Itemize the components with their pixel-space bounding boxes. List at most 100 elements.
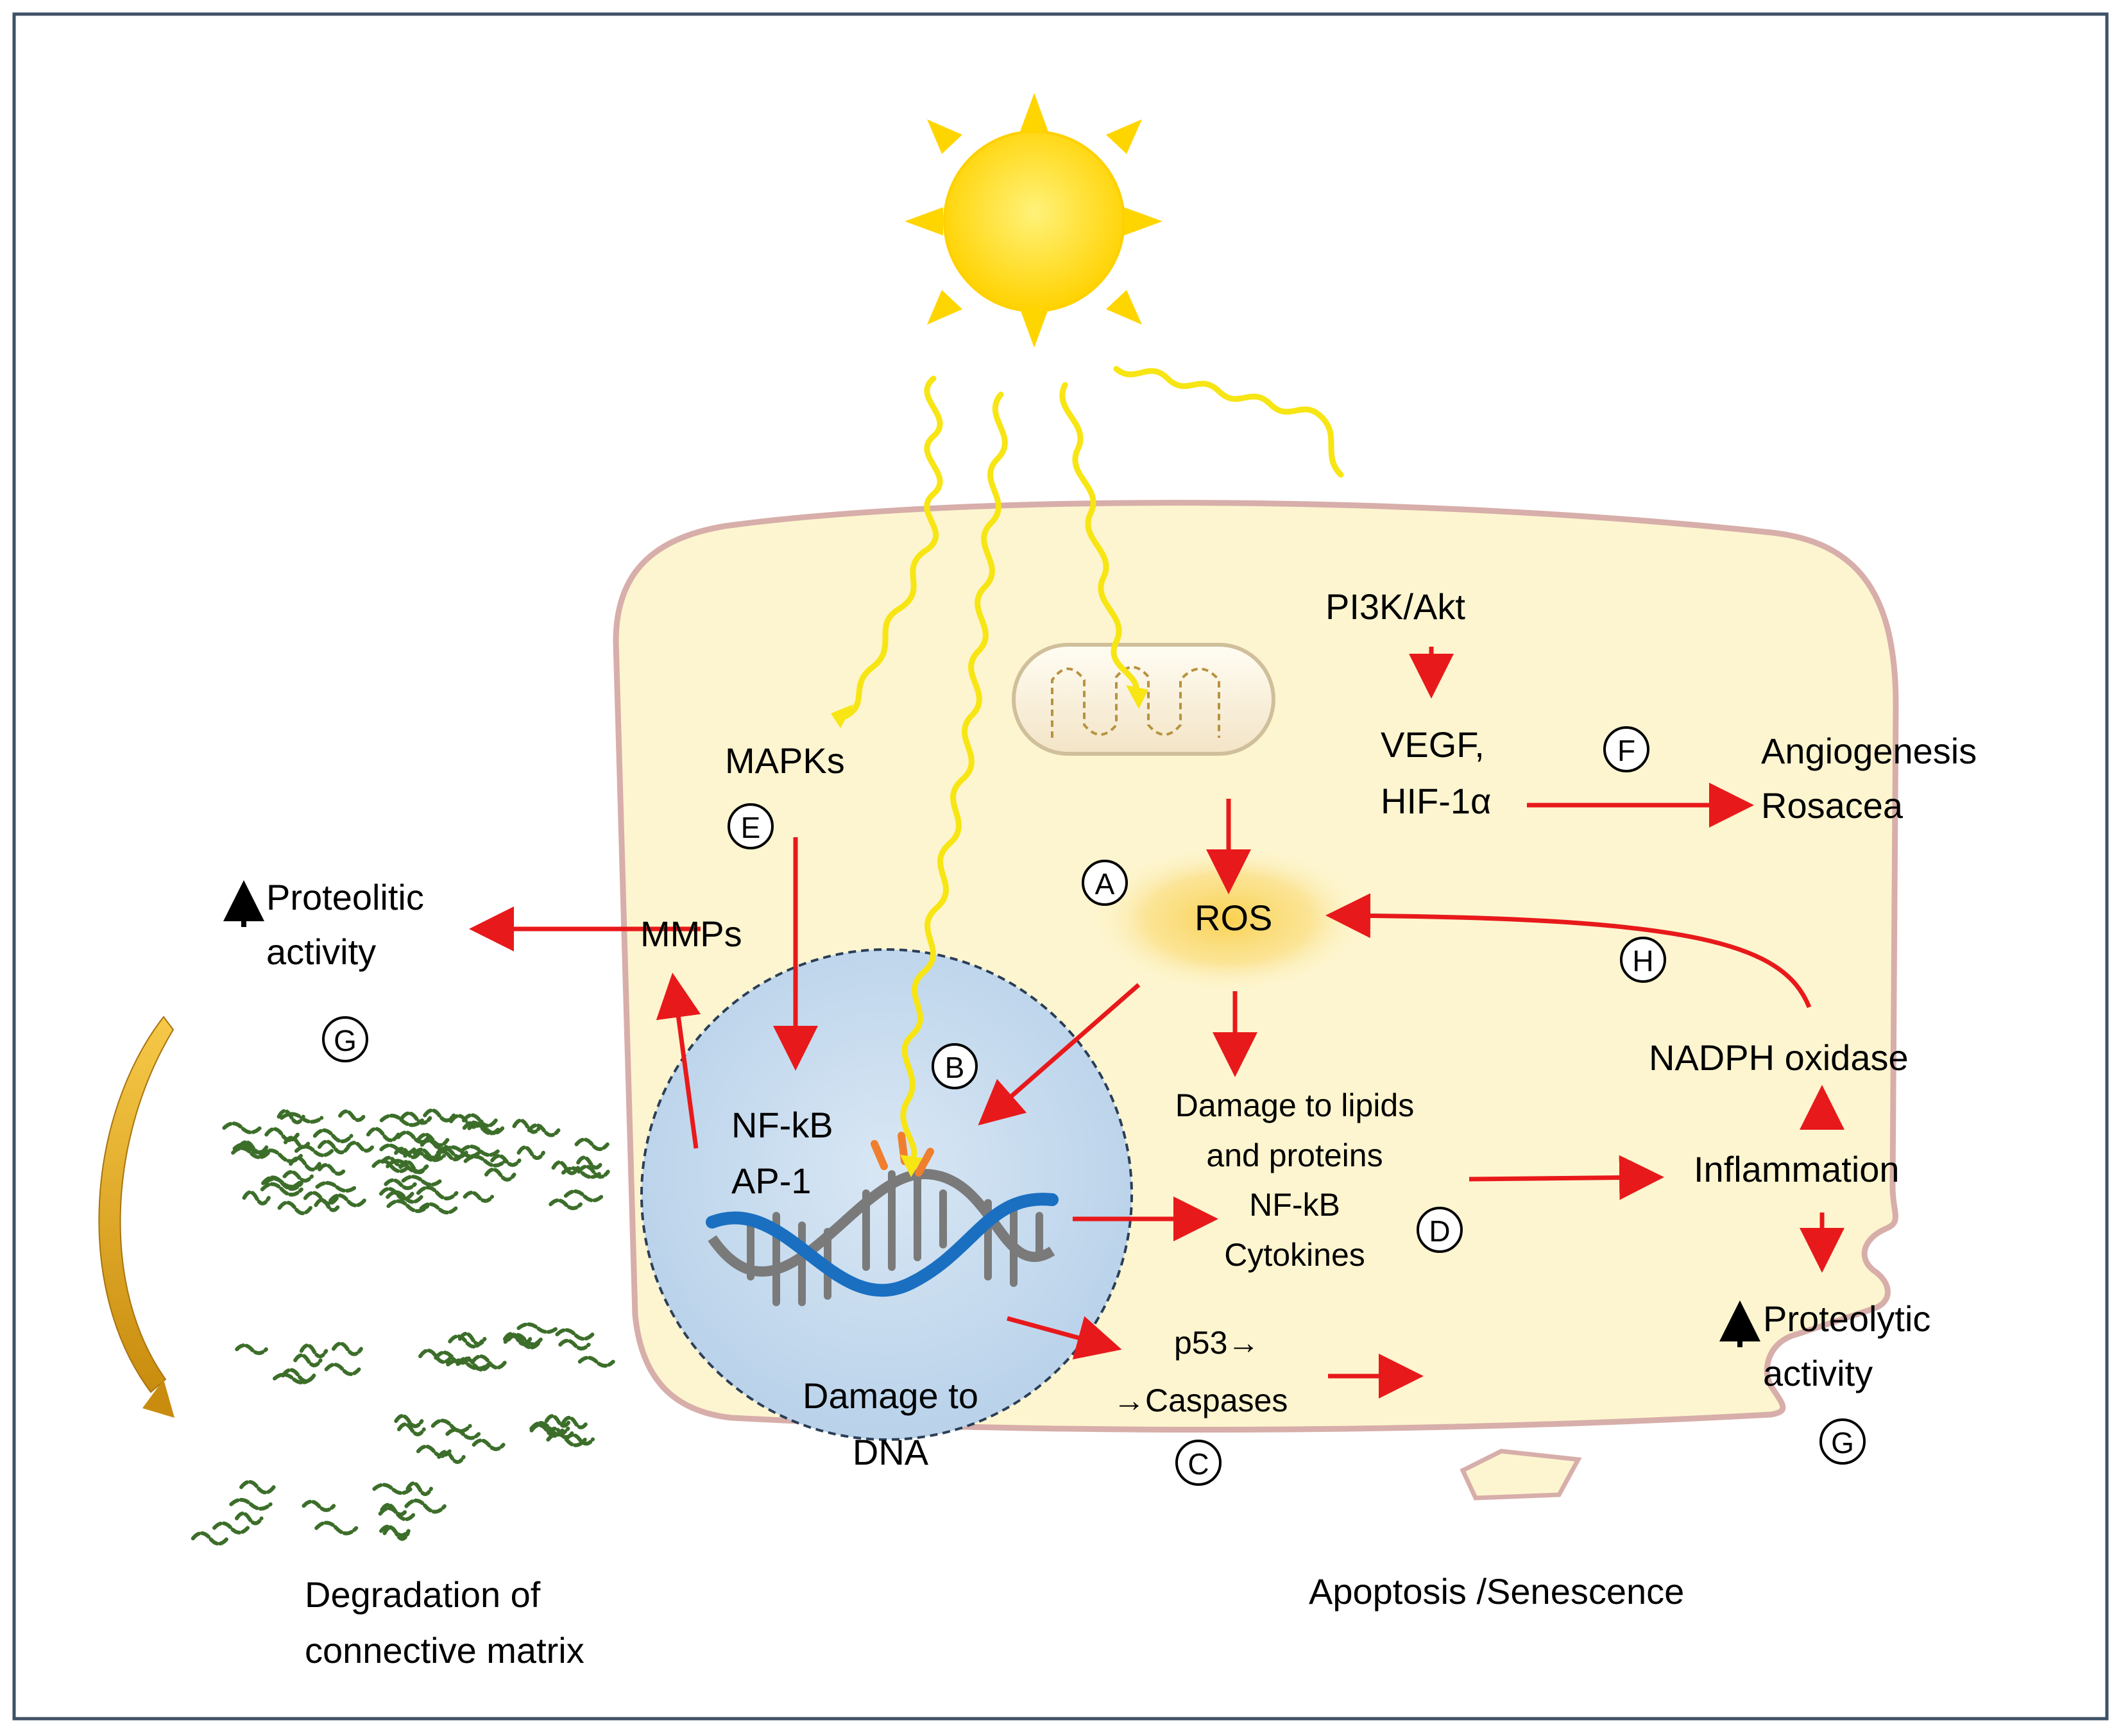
caspases-label: →Caspases [1113, 1383, 1288, 1418]
collagen-fiber [338, 1109, 366, 1122]
collagen-fiber [212, 1521, 250, 1535]
collagen-fiber [371, 1159, 411, 1173]
collagen-fiber [423, 1108, 456, 1123]
marker-d-circle [1417, 1207, 1463, 1253]
marker-g-right-label: G [1831, 1426, 1854, 1459]
collagen-fiber [512, 1118, 543, 1134]
collagen-fiber [277, 1200, 313, 1216]
proteolytic-activity-label: activity [1763, 1353, 1873, 1393]
collagen-fiber [551, 1160, 580, 1175]
collagen-fiber [419, 1202, 458, 1214]
marker-c-label: C [1188, 1447, 1209, 1481]
collagen-fiber [231, 1146, 271, 1159]
damage-to-label: Damage to [803, 1375, 978, 1416]
collagen-fiber [437, 1450, 466, 1464]
collagen-fiber [191, 1531, 230, 1546]
collagen-fiber [405, 1481, 433, 1496]
vegf-label: VEGF, [1381, 724, 1485, 765]
collagen-fiber [576, 1155, 604, 1170]
angiogenesis-label: Angiogenesis [1761, 731, 1977, 771]
collagen-fiber [490, 1153, 522, 1167]
degradation-label: Degradation of [305, 1574, 541, 1615]
apoptosis-senescence-label: Apoptosis /Senescence [1309, 1571, 1684, 1612]
collagen-fiber [574, 1137, 609, 1152]
collagen-fiber [386, 1190, 423, 1204]
collagen-fiber [516, 1322, 559, 1334]
proteolitic-activity-label: activity [266, 932, 376, 972]
collagen-fiber [222, 1121, 262, 1135]
connective-matrix-fibers [191, 1108, 615, 1546]
collagen-fiber [506, 1332, 543, 1347]
nucleus [640, 948, 1133, 1441]
collagen-fiber [394, 1414, 424, 1429]
collagen-fiber [366, 1127, 400, 1143]
collagen-fiber [386, 1159, 429, 1174]
rosacea-label: Rosacea [1761, 785, 1904, 826]
collagen-fiber [380, 1502, 409, 1517]
mapks-label: MAPKs [725, 740, 845, 781]
collagen-fiber [484, 1168, 516, 1182]
collagen-fiber [457, 1331, 487, 1346]
collagen-fiber [400, 1111, 432, 1125]
nadph-oxidase-label: NADPH oxidase [1649, 1037, 1909, 1078]
collagen-fiber [314, 1520, 359, 1536]
collagen-fiber [382, 1526, 410, 1541]
marker-a-label: A [1095, 867, 1115, 901]
degradation-curved-arrow [98, 1016, 175, 1418]
collagen-fiber [445, 1427, 481, 1440]
marker-f-circle [1603, 726, 1649, 772]
collagen-fiber [242, 1190, 271, 1205]
collagen-fiber [549, 1198, 583, 1211]
collagen-fiber [314, 1198, 341, 1213]
marker-g-left-label: G [334, 1024, 357, 1057]
collagen-fiber [324, 1363, 361, 1376]
collagen-fiber [372, 1483, 413, 1495]
collagen-fiber [282, 1170, 314, 1183]
uv-ray-tips [831, 685, 1148, 1177]
hif-label: HIF-1α [1381, 781, 1491, 821]
collagen-fiber [235, 1343, 268, 1356]
pi3k-akt-label: PI3K/Akt [1325, 586, 1465, 627]
collagen-fiber [235, 1511, 264, 1526]
collagen-fiber [472, 1438, 506, 1451]
collagen-fiber [561, 1415, 589, 1429]
collagen-fiber [404, 1499, 447, 1514]
collagen-fiber [317, 1139, 350, 1155]
damage-lipids-label: Damage to lipids [1175, 1087, 1414, 1123]
marker-h-circle [1620, 937, 1666, 983]
mmps-label: MMPs [640, 914, 742, 954]
collagen-fiber [346, 1141, 375, 1153]
ros-glow [1091, 845, 1367, 992]
collagen-fiber [264, 1177, 302, 1189]
collagen-fiber [446, 1358, 491, 1371]
marker-a-circle [1082, 860, 1128, 906]
marker-c-circle [1175, 1440, 1222, 1486]
and-proteins-label: and proteins [1206, 1137, 1383, 1173]
collagen-fiber [430, 1418, 472, 1433]
collagen-fiber [315, 1180, 358, 1193]
cytokines-label: Cytokines [1224, 1237, 1365, 1273]
ap1-label: AP-1 [731, 1161, 812, 1201]
collagen-fiber [470, 1354, 507, 1370]
collagen-fiber [293, 1353, 323, 1368]
marker-g-right-circle [1819, 1418, 1866, 1465]
collagen-fiber [331, 1341, 363, 1356]
collagen-fiber [577, 1164, 610, 1179]
collagen-fiber [260, 1182, 303, 1197]
uv-rays [837, 366, 1344, 1164]
collagen-fiber [302, 1499, 336, 1512]
collagen-fiber [516, 1145, 545, 1161]
collagen-fiber [277, 1109, 305, 1125]
p53-label: p53→ [1174, 1325, 1259, 1361]
collagen-fiber [546, 1432, 587, 1447]
collagen-fiber [463, 1154, 507, 1168]
marker-b-label: B [945, 1051, 965, 1084]
collagen-fiber [318, 1162, 347, 1176]
collagen-fiber [396, 1130, 431, 1145]
collagen-fiber [379, 1114, 424, 1127]
collagen-fiber [563, 1189, 604, 1203]
sun-icon [905, 93, 1163, 348]
collagen-fiber [434, 1150, 464, 1162]
nfkb-d-label: NF-kB [1249, 1187, 1340, 1223]
collagen-fiber [577, 1356, 615, 1368]
